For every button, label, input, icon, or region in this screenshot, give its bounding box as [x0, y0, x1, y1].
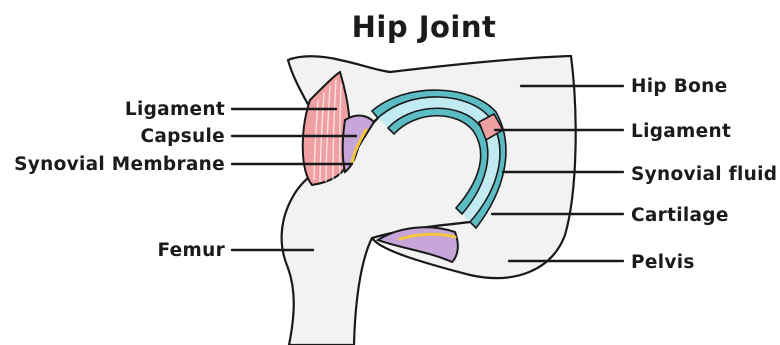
label-femur: Femur — [157, 240, 225, 261]
label-pelvis: Pelvis — [631, 252, 695, 273]
label-capsule: Capsule — [141, 126, 225, 147]
label-cartilage: Cartilage — [631, 205, 729, 226]
diagram-title: Hip Joint — [352, 10, 497, 44]
label-ligament-left: Ligament — [125, 99, 225, 120]
label-ligament-right: Ligament — [631, 121, 731, 142]
label-synovial-fluid: Synovial fluid — [631, 164, 777, 185]
label-synovial-membrane: Synovial Membrane — [14, 154, 225, 175]
label-hip-bone: Hip Bone — [631, 76, 727, 97]
